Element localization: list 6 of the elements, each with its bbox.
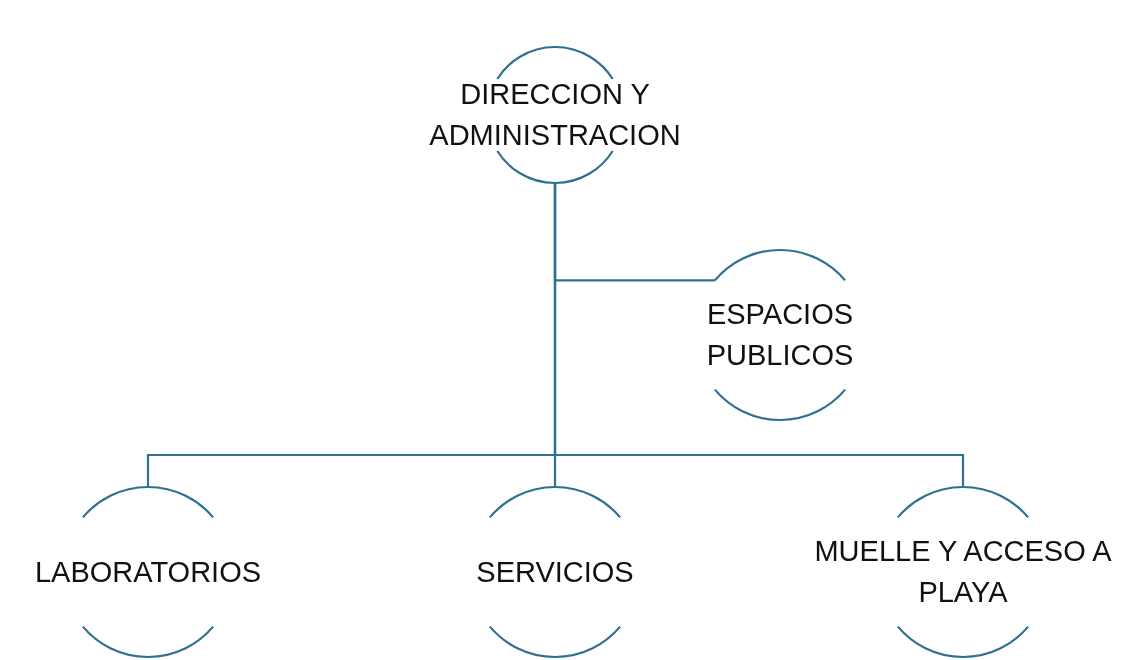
node-label: ESPACIOS PUBLICOS [705,297,855,373]
node-label: DIRECCION Y ADMINISTRACION [428,77,682,153]
connector-line [553,183,965,487]
node-label: LABORATORIOS [34,554,262,590]
node-label: SERVICIOS [476,554,634,590]
node-label: MUELLE Y ACCESO A PLAYA [813,534,1113,610]
